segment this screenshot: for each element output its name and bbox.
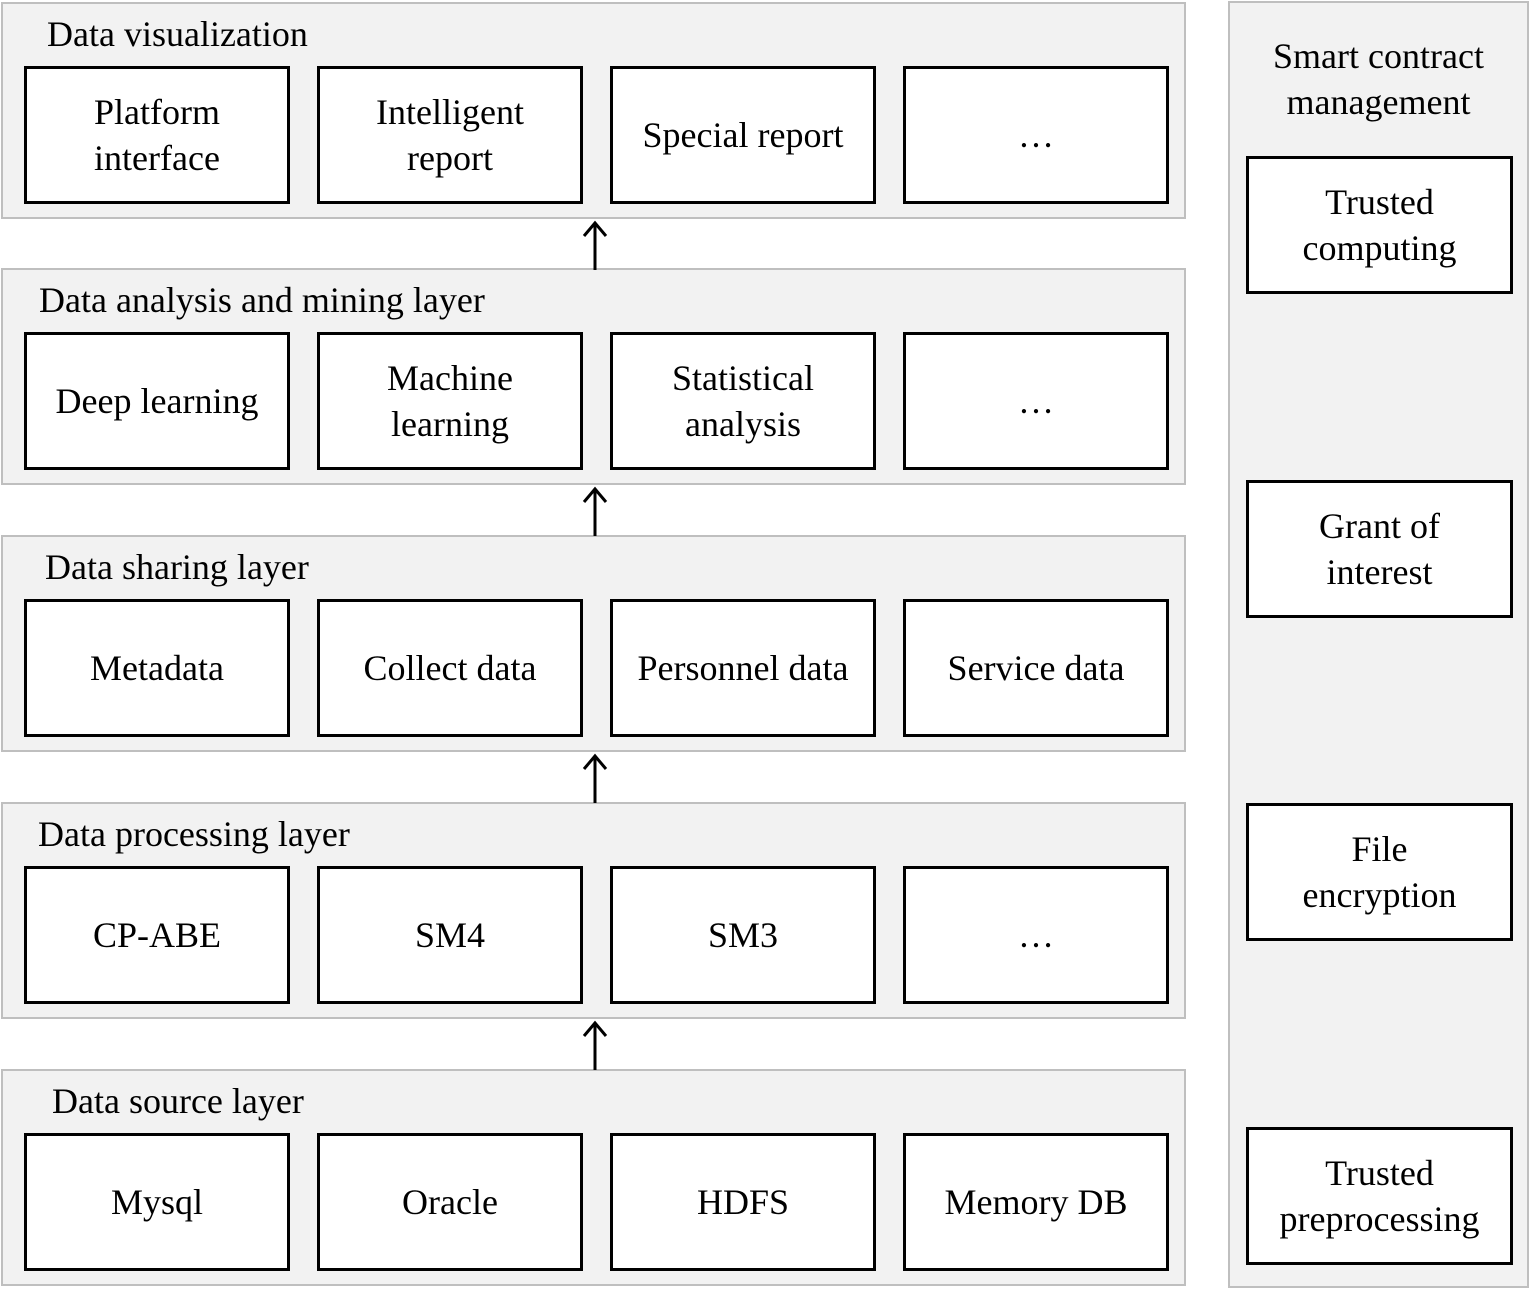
item-line: SM4 [414, 915, 486, 955]
layer-item-ellipsis: … [903, 332, 1169, 470]
side-title-line: management [1286, 82, 1471, 122]
item-line: Statistical [672, 358, 814, 398]
layer-data-source: Data source layer Mysql Oracle HDFS Memo… [1, 1069, 1186, 1286]
layer-data-analysis-mining: Data analysis and mining layer Deep lear… [1, 268, 1186, 485]
item-line: … [1018, 115, 1054, 155]
item-line: … [1018, 915, 1054, 955]
layer-item-special-report: Special report [610, 66, 876, 204]
layer-data-processing: Data processing layer CP-ABE SM4 SM3 … [1, 802, 1186, 1019]
item-line: Metadata [90, 648, 224, 688]
layer-item-collect-data: Collect data [317, 599, 583, 737]
layer-item-cp-abe: CP-ABE [24, 866, 290, 1004]
item-line: learning [391, 404, 509, 444]
item-line: Intelligent [376, 92, 524, 132]
item-line: Mysql [110, 1182, 204, 1222]
layer-item-service-data: Service data [903, 599, 1169, 737]
side-title-line: Smart contract [1273, 36, 1484, 76]
arrow-up-icon [582, 220, 608, 270]
layer-item-machine-learning: Machine learning [317, 332, 583, 470]
item-line: interface [94, 138, 220, 178]
layer-item-ellipsis: … [903, 66, 1169, 204]
item-line: Service data [947, 648, 1125, 688]
arrow-up-icon [582, 753, 608, 803]
item-line: Memory DB [944, 1182, 1128, 1222]
layer-item-personnel-data: Personnel data [610, 599, 876, 737]
layer-item-sm3: SM3 [610, 866, 876, 1004]
layer-data-sharing: Data sharing layer Metadata Collect data… [1, 535, 1186, 752]
layer-data-visualization: Data visualization Platform interface Int… [1, 2, 1186, 219]
side-item-file-encryption: File encryption [1246, 803, 1513, 941]
side-item-trusted-computing: Trusted computing [1246, 156, 1513, 294]
layer-title: Data source layer [52, 1081, 304, 1121]
layer-item-statistical-analysis: Statistical analysis [610, 332, 876, 470]
item-line: Deep learning [55, 381, 259, 421]
layer-item-intelligent-report: Intelligent report [317, 66, 583, 204]
item-line: Grant of [1319, 506, 1440, 546]
side-panel-smart-contract-management: Smart contract management Trusted computi… [1228, 1, 1529, 1288]
item-line: SM3 [707, 915, 779, 955]
item-line: analysis [685, 404, 801, 444]
item-line: File [1351, 829, 1408, 869]
item-line: CP-ABE [92, 915, 222, 955]
side-item-grant-of-interest: Grant of interest [1246, 480, 1513, 618]
arrow-up-icon [582, 486, 608, 536]
item-line: HDFS [696, 1182, 790, 1222]
item-line: … [1018, 381, 1054, 421]
item-line: Personnel data [637, 648, 849, 688]
item-line: interest [1326, 552, 1433, 592]
item-line: Machine [387, 358, 513, 398]
item-line: Trusted [1325, 182, 1434, 222]
item-line: Trusted [1325, 1153, 1434, 1193]
item-line: preprocessing [1279, 1199, 1480, 1239]
item-line: Collect data [363, 648, 537, 688]
layer-title: Data visualization [47, 14, 308, 54]
layer-title: Data sharing layer [45, 547, 309, 587]
layer-item-deep-learning: Deep learning [24, 332, 290, 470]
layer-item-memory-db: Memory DB [903, 1133, 1169, 1271]
layer-title: Data analysis and mining layer [39, 280, 485, 320]
side-panel-title: Smart contract management [1230, 33, 1527, 125]
item-line: Platform [94, 92, 220, 132]
layer-title: Data processing layer [38, 814, 350, 854]
item-line: computing [1302, 228, 1457, 268]
item-line: Special report [642, 115, 844, 155]
layer-item-mysql: Mysql [24, 1133, 290, 1271]
item-line: Oracle [402, 1182, 498, 1222]
layer-item-platform-interface: Platform interface [24, 66, 290, 204]
arrow-up-icon [582, 1020, 608, 1070]
layer-item-oracle: Oracle [317, 1133, 583, 1271]
side-item-trusted-preprocessing: Trusted preprocessing [1246, 1127, 1513, 1265]
layer-item-ellipsis: … [903, 866, 1169, 1004]
layer-item-sm4: SM4 [317, 866, 583, 1004]
layer-item-metadata: Metadata [24, 599, 290, 737]
layer-item-hdfs: HDFS [610, 1133, 876, 1271]
item-line: encryption [1302, 875, 1457, 915]
item-line: report [407, 138, 493, 178]
